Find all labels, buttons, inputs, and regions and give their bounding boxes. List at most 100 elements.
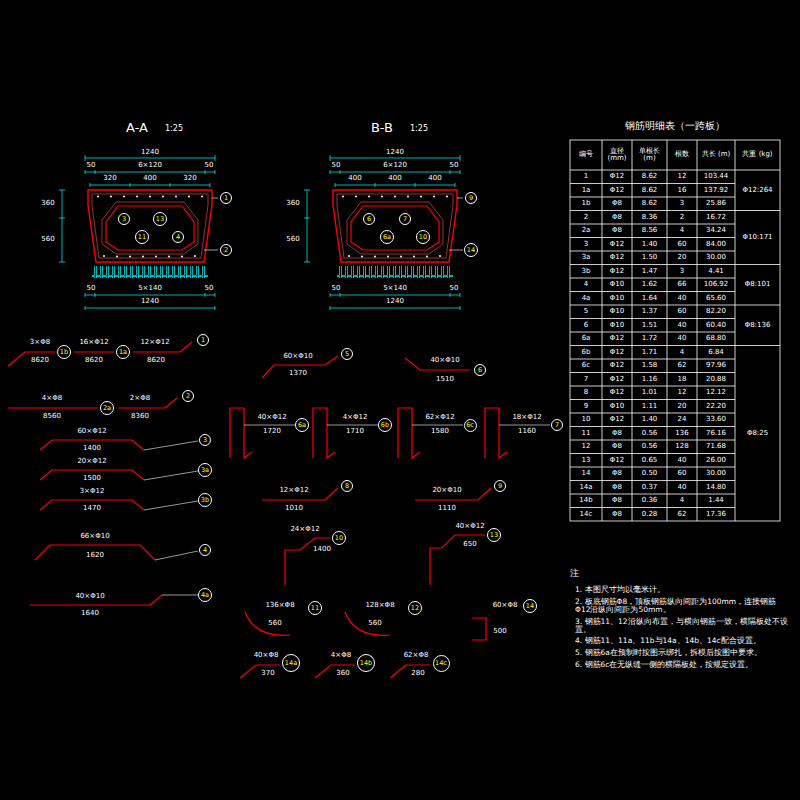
table-cell: 8 <box>584 389 588 396</box>
table-cell: 3 <box>680 268 684 275</box>
bar-quantity: 136×Φ8 <box>265 602 294 609</box>
table-cell: 62 <box>678 511 687 518</box>
callout-circle: 13 <box>487 528 501 542</box>
callout-number: 2a <box>103 405 111 412</box>
bar-quantity: 16×Φ12 <box>79 339 108 346</box>
callout-circle: 1b <box>57 345 71 359</box>
table-cell: 6a <box>582 335 591 342</box>
table-cell: 60.40 <box>706 322 726 329</box>
table-cell: 33.60 <box>706 416 726 423</box>
callout-number: 3b <box>201 497 209 504</box>
table-cell: 17.36 <box>706 511 726 518</box>
callout-circle: 14c <box>433 655 450 672</box>
callout-circle: 6 <box>474 364 486 376</box>
table-cell: 3b <box>582 268 591 275</box>
table-cell: 10 <box>582 416 591 423</box>
dimension-text: 1240 <box>386 149 404 156</box>
callout-circle: 10 <box>416 230 430 244</box>
callout-circle: 14 <box>464 243 478 257</box>
bar-length: 1580 <box>431 428 449 435</box>
callout-circle: 1 <box>220 192 232 204</box>
table-cell: 12 <box>582 443 591 450</box>
table-cell: 0.36 <box>642 497 658 504</box>
table-cell: 40 <box>678 322 687 329</box>
table-cell: 0.56 <box>642 443 658 450</box>
bar-length: 560 <box>268 620 281 627</box>
table-header: 单根长 (m) <box>633 148 666 163</box>
table-cell: 84.00 <box>706 241 726 248</box>
bar-length: 1010 <box>285 505 303 512</box>
callout-number: 8 <box>345 483 349 490</box>
table-cell: 14b <box>579 497 592 504</box>
dimension-text: 400 <box>428 175 441 182</box>
table-cell: 11 <box>582 430 591 437</box>
table-cell: 2a <box>582 227 591 234</box>
callout-circle: 9 <box>494 480 506 492</box>
bar-length: 1510 <box>436 376 454 383</box>
callout-circle: 12 <box>408 601 422 615</box>
table-header: 根数 <box>668 151 696 158</box>
callout-circle: 1 <box>197 334 209 346</box>
bar-length: 1470 <box>83 505 101 512</box>
bar-length: 1110 <box>438 505 456 512</box>
table-cell: 40 <box>678 295 687 302</box>
schedule-table-grid <box>570 140 780 521</box>
callout-number: 6c <box>466 422 474 429</box>
callout-circle: 8 <box>341 480 353 492</box>
note-text: 5. 钢筋6a在预制时按图示绑扎，拆模后按图中要求。 <box>575 649 791 657</box>
table-cell: 1b <box>582 200 591 207</box>
callout-circle: 14b <box>357 654 375 672</box>
dimension-text: 50 <box>205 162 214 169</box>
table-cell: 12 <box>678 389 687 396</box>
bar-quantity: 3×Φ12 <box>80 488 105 495</box>
table-cell: 2 <box>584 214 588 221</box>
bar-quantity: 40×Φ12 <box>455 523 484 530</box>
table-cell: 5 <box>584 308 588 315</box>
dimension-text: 1240 <box>141 149 159 156</box>
table-cell: Φ10 <box>610 295 624 302</box>
bar-quantity: 12×Φ12 <box>279 487 308 494</box>
table-cell: 14 <box>582 470 591 477</box>
callout-circle: 11 <box>135 230 149 244</box>
callout-number: 4 <box>176 234 180 241</box>
table-cell: 0.50 <box>642 470 658 477</box>
dimension-text: 5×140 <box>138 285 162 292</box>
table-cell: 18 <box>678 376 687 383</box>
table-cell: Φ12 <box>610 241 624 248</box>
table-cell: 4 <box>680 227 684 234</box>
table-header: 编号 <box>571 151 601 158</box>
callout-number: 1b <box>60 349 68 356</box>
callout-number: 6a <box>383 234 391 241</box>
note-text: 3. 钢筋11、12沿纵向布置，与横向钢筋一致，横隔板处不设置。 <box>575 618 791 634</box>
bar-quantity: 20×Φ12 <box>77 458 106 465</box>
callout-number: 2 <box>224 247 228 254</box>
note-text: 4. 钢筋11、11a、11b与14a、14b、14c配合设置。 <box>575 637 791 645</box>
callout-number: 7 <box>403 216 407 223</box>
note-text: 6. 钢筋6c在无纵缝一侧的横隔板处，按规定设置。 <box>575 661 791 669</box>
table-cell: 82.20 <box>706 308 726 315</box>
table-cell: 30.00 <box>706 254 726 261</box>
section-title: B-B <box>371 121 393 135</box>
bar-length: 1400 <box>83 445 101 452</box>
dimension-text: 6×120 <box>383 162 407 169</box>
table-cell: 1.64 <box>642 295 658 302</box>
dimension-text: 320 <box>183 175 196 182</box>
table-cell: 0.28 <box>642 511 658 518</box>
table-cell: 6b <box>582 349 591 356</box>
callout-number: 9 <box>469 195 473 202</box>
bar-quantity: 4×Φ8 <box>42 395 62 402</box>
table-cell: Φ10 <box>610 281 624 288</box>
bar-length: 370 <box>261 670 274 677</box>
table-title: 钢筋明细表（一跨板） <box>625 121 725 132</box>
bar-quantity: 66×Φ10 <box>80 533 109 540</box>
table-cell: Φ10 <box>610 308 624 315</box>
table-cell: Φ12 <box>610 349 624 356</box>
callout-number: 14b <box>360 660 372 667</box>
table-cell: 3 <box>584 241 588 248</box>
callout-circle: 11 <box>308 601 322 615</box>
callout-number: 3 <box>203 437 207 444</box>
callout-number: 14a <box>285 660 297 667</box>
table-cell: 16 <box>678 187 687 194</box>
callout-number: 14 <box>526 603 534 610</box>
table-cell: 65.60 <box>706 295 726 302</box>
